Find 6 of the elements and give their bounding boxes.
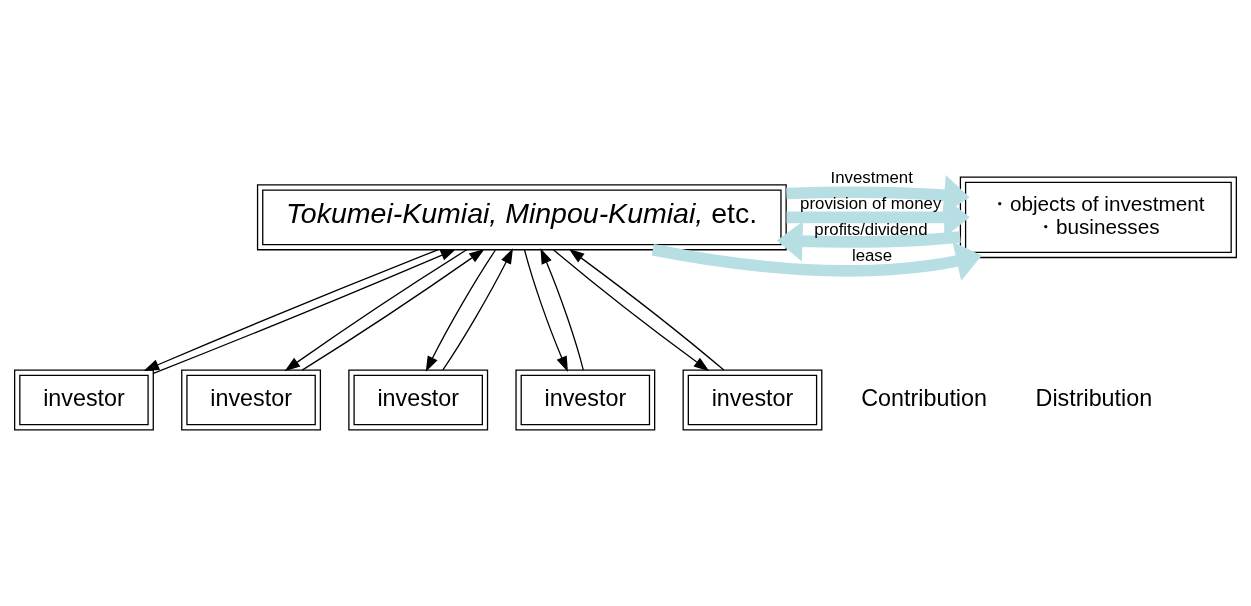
- edge-label: provision of money: [800, 193, 942, 213]
- label: Distribution: [1035, 384, 1153, 411]
- edge-label: Investment: [830, 167, 913, 187]
- label: Contribution: [861, 384, 987, 411]
- edge-label: profits/dividend: [814, 219, 928, 239]
- edge-label: lease: [851, 245, 893, 265]
